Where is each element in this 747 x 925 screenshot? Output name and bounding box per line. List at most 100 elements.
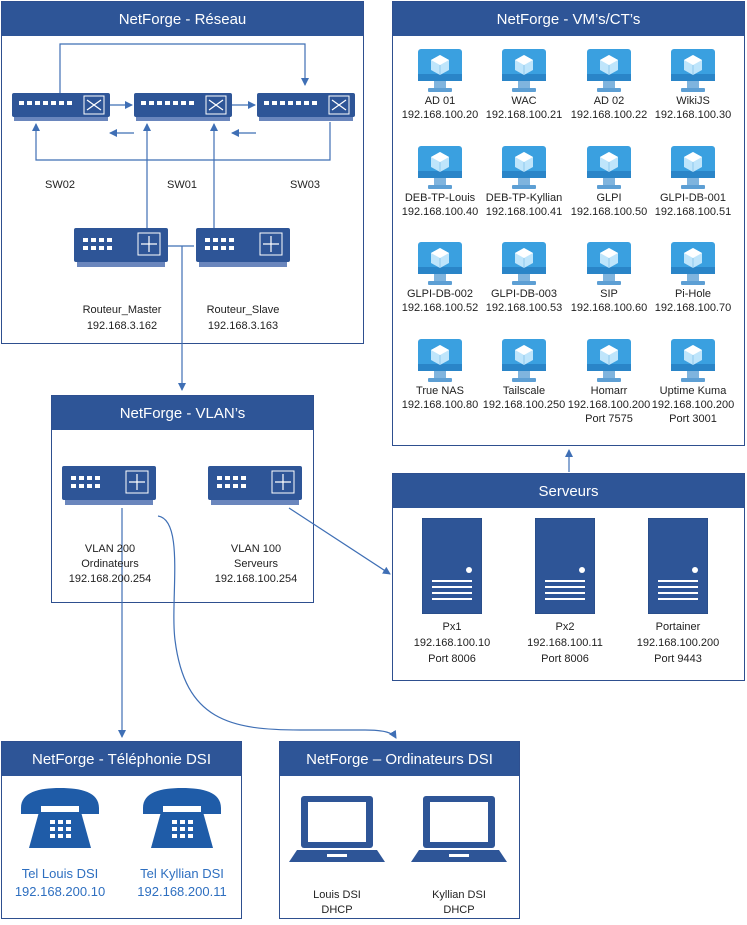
vm-name: Uptime Kuma xyxy=(659,385,727,397)
vm-port: Port 3001 xyxy=(669,413,717,425)
computer-name: Kyllian DSI xyxy=(432,889,486,901)
vm-name: SIP xyxy=(600,288,618,300)
vm-name: Tailscale xyxy=(502,385,546,397)
vlan100-ip: 192.168.100.254 xyxy=(214,573,298,585)
vms-panel-title: NetForge - VM’s/CT’s xyxy=(393,2,744,36)
phone-ip: 192.168.200.11 xyxy=(137,884,227,899)
router-master-ip: 192.168.3.162 xyxy=(86,320,158,332)
vm-name: GLPI-DB-001 xyxy=(659,192,727,204)
vm-icon xyxy=(501,145,547,198)
server-icon xyxy=(534,517,596,619)
sw01-label: SW01 xyxy=(167,179,197,191)
server-ip: 192.168.100.200 xyxy=(636,637,720,649)
server-port: Port 8006 xyxy=(541,653,589,665)
vm-name: GLPI-DB-002 xyxy=(406,288,474,300)
server-name: Px2 xyxy=(555,621,575,633)
vlan200-role: Ordinateurs xyxy=(81,558,139,570)
vlan200-ip: 192.168.200.254 xyxy=(68,573,152,585)
vm-ip: 192.168.100.80 xyxy=(401,399,479,411)
vm-name: GLPI xyxy=(596,192,622,204)
vm-name: WAC xyxy=(511,95,537,107)
switch-icon xyxy=(12,93,110,121)
server-port: Port 8006 xyxy=(428,653,476,665)
vm-icon xyxy=(501,48,547,101)
vm-icon xyxy=(670,338,716,391)
vm-ip: 192.168.100.250 xyxy=(482,399,566,411)
vm-name: True NAS xyxy=(416,385,464,397)
server-port: Port 9443 xyxy=(654,653,702,665)
vm-icon xyxy=(417,338,463,391)
server-name: Portainer xyxy=(655,621,701,633)
server-name: Px1 xyxy=(442,621,462,633)
phone-ip: 192.168.200.10 xyxy=(14,884,106,899)
servers-panel-title: Serveurs xyxy=(393,474,744,508)
router-icon xyxy=(196,228,290,267)
vm-ip: 192.168.100.200 xyxy=(651,399,735,411)
phones-panel-title: NetForge - Téléphonie DSI xyxy=(2,742,241,776)
vm-name: AD 02 xyxy=(593,95,625,107)
sw03-label: SW03 xyxy=(290,179,320,191)
vm-ip: 192.168.100.40 xyxy=(401,206,479,218)
router-icon xyxy=(62,466,156,505)
vlan100-role: Serveurs xyxy=(233,558,279,570)
vlan200-name: VLAN 200 xyxy=(84,543,136,555)
router-slave-ip: 192.168.3.163 xyxy=(207,320,279,332)
phone-name: Tel Kyllian DSI xyxy=(140,866,224,881)
computer-addr: DHCP xyxy=(443,904,475,916)
vm-ip: 192.168.100.22 xyxy=(570,109,648,121)
switch-icon xyxy=(257,93,355,121)
network-panel: NetForge - Réseau xyxy=(1,1,364,344)
vm-icon xyxy=(417,48,463,101)
vm-ip: 192.168.100.60 xyxy=(570,302,648,314)
vm-icon xyxy=(586,48,632,101)
router-master-name: Routeur_Master xyxy=(82,304,162,316)
laptop-icon xyxy=(411,794,507,871)
switch-icon xyxy=(134,93,232,121)
vm-ip: 192.168.100.30 xyxy=(654,109,732,121)
router-slave-name: Routeur_Slave xyxy=(206,304,280,316)
computers-panel-title: NetForge – Ordinateurs DSI xyxy=(280,742,519,776)
vm-name: GLPI-DB-003 xyxy=(490,288,558,300)
computer-name: Louis DSI xyxy=(313,889,361,901)
vm-ip: 192.168.100.52 xyxy=(401,302,479,314)
server-icon xyxy=(647,517,709,619)
vm-icon xyxy=(586,145,632,198)
vm-ip: 192.168.100.53 xyxy=(485,302,563,314)
vm-ip: 192.168.100.21 xyxy=(485,109,563,121)
vm-ip: 192.168.100.50 xyxy=(570,206,648,218)
phone-icon xyxy=(139,786,225,857)
router-icon xyxy=(208,466,302,505)
vm-ip: 192.168.100.51 xyxy=(654,206,732,218)
vm-name: AD 01 xyxy=(424,95,456,107)
vm-name: Pi-Hole xyxy=(674,288,712,300)
vm-ip: 192.168.100.20 xyxy=(401,109,479,121)
vm-name: Homarr xyxy=(590,385,628,397)
sw02-label: SW02 xyxy=(45,179,75,191)
vm-icon xyxy=(417,145,463,198)
vm-ip: 192.168.100.41 xyxy=(485,206,563,218)
vm-name: DEB-TP-Louis xyxy=(404,192,476,204)
vm-icon xyxy=(501,241,547,294)
computer-addr: DHCP xyxy=(321,904,353,916)
phone-name: Tel Louis DSI xyxy=(21,866,99,881)
vm-name: DEB-TP-Kyllian xyxy=(485,192,563,204)
vm-name: WikiJS xyxy=(676,95,710,107)
vm-icon xyxy=(670,48,716,101)
vlan100-name: VLAN 100 xyxy=(230,543,282,555)
vm-ip: 192.168.100.70 xyxy=(654,302,732,314)
server-ip: 192.168.100.10 xyxy=(413,637,491,649)
vm-icon xyxy=(586,338,632,391)
vlans-panel-title: NetForge - VLAN’s xyxy=(52,396,313,430)
vm-icon xyxy=(670,241,716,294)
vm-icon xyxy=(417,241,463,294)
laptop-icon xyxy=(289,794,385,871)
vm-port: Port 7575 xyxy=(585,413,633,425)
server-ip: 192.168.100.11 xyxy=(527,637,603,649)
vm-ip: 192.168.100.200 xyxy=(567,399,651,411)
vm-icon xyxy=(501,338,547,391)
phone-icon xyxy=(17,786,103,857)
vm-icon xyxy=(670,145,716,198)
vm-icon xyxy=(586,241,632,294)
server-icon xyxy=(421,517,483,619)
network-panel-title: NetForge - Réseau xyxy=(2,2,363,36)
